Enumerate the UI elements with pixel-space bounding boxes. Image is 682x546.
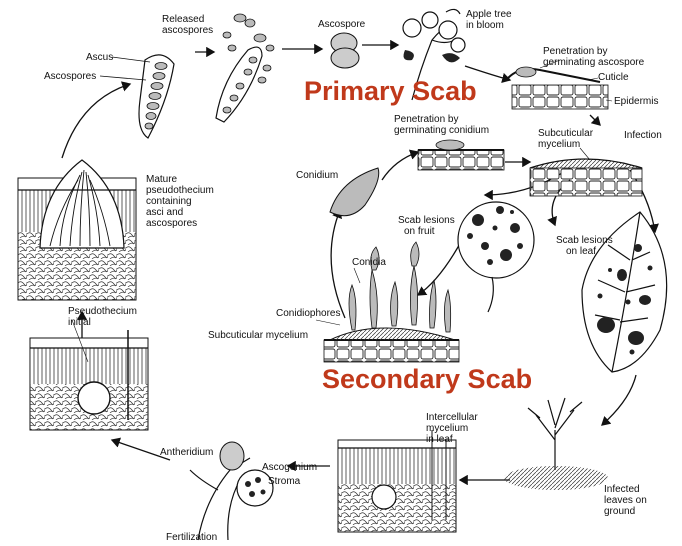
label-antheridium: Antheridium	[160, 447, 213, 458]
secondary-scab-title: Secondary Scab	[322, 364, 532, 394]
label-released-ascospores-2: ascospores	[162, 25, 213, 36]
label-intercellular-mycelium-2: mycelium	[426, 423, 468, 434]
label-scab-lesions-fruit-1: Scab lesions	[398, 215, 455, 226]
label-ascogonium: Ascogonium	[262, 462, 317, 473]
label-conidia: Conidia	[352, 257, 386, 268]
label-scab-lesions-leaf-2: on leaf	[566, 246, 596, 257]
leaf-section-infection	[530, 148, 642, 196]
infected-leaves-on-ground-drawing	[504, 398, 608, 490]
label-fertilization: Fertilization	[166, 532, 217, 543]
mature-pseudothecium-drawing	[18, 160, 136, 300]
label-pseudothecium-initial-2: initial	[68, 317, 91, 328]
label-cuticle: Cuticle	[598, 72, 629, 83]
primary-scab-title: Primary Scab	[304, 76, 477, 106]
label-mature-pseudothecium-2: pseudothecium	[146, 185, 214, 196]
label-pseudothecium-initial-1: Pseudothecium	[68, 306, 137, 317]
label-infected-leaves-1: Infected	[604, 484, 640, 495]
label-penetration-ascospore-2: germinating ascospore	[543, 57, 645, 68]
label-mature-pseudothecium-4: asci and	[146, 207, 183, 218]
label-penetration-conidium-1: Penetration by	[394, 114, 459, 125]
label-released-ascospores-1: Released	[162, 14, 204, 25]
label-conidium: Conidium	[296, 170, 338, 181]
intercellular-mycelium-drawing	[338, 430, 456, 532]
label-penetration-conidium-2: germinating conidium	[394, 125, 489, 136]
label-ascospores: Ascospores	[44, 71, 96, 82]
label-penetration-ascospore-1: Penetration by	[543, 46, 608, 57]
label-conidiophores: Conidiophores	[276, 308, 341, 319]
label-apple-tree-1: Apple tree	[466, 9, 512, 20]
released-ascospores-drawing	[216, 14, 274, 122]
label-epidermis: Epidermis	[614, 96, 658, 107]
label-infected-leaves-3: ground	[604, 506, 635, 517]
label-infected-leaves-2: leaves on	[604, 495, 647, 506]
fruit-with-scab-drawing	[458, 202, 534, 312]
label-stroma: Stroma	[268, 476, 301, 487]
label-intercellular-mycelium-1: Intercellular	[426, 412, 478, 423]
ascospore-drawing	[331, 33, 359, 68]
label-mature-pseudothecium-1: Mature	[146, 174, 178, 185]
label-apple-tree-2: in bloom	[466, 20, 504, 31]
leaf-section-conidium-penetration	[418, 140, 504, 170]
label-subcuticular-mycelium-top-1: Subcuticular	[538, 128, 594, 139]
label-mature-pseudothecium-3: containing	[146, 196, 192, 207]
label-intercellular-mycelium-3: in leaf	[426, 434, 453, 445]
pseudothecium-initial-drawing	[30, 320, 148, 430]
label-ascus: Ascus	[86, 52, 113, 63]
label-mature-pseudothecium-5: ascospores	[146, 218, 197, 229]
conidiophores-drawing	[316, 242, 459, 362]
label-infection: Infection	[624, 130, 662, 141]
label-scab-lesions-leaf-1: Scab lesions	[556, 235, 613, 246]
ascus-drawing	[100, 55, 174, 138]
label-ascospore: Ascospore	[318, 19, 366, 30]
label-scab-lesions-fruit-2: on fruit	[404, 226, 435, 237]
label-subcuticular-mycelium-bottom: Subcuticular mycelium	[208, 330, 308, 341]
label-subcuticular-mycelium-top-2: mycelium	[538, 139, 580, 150]
